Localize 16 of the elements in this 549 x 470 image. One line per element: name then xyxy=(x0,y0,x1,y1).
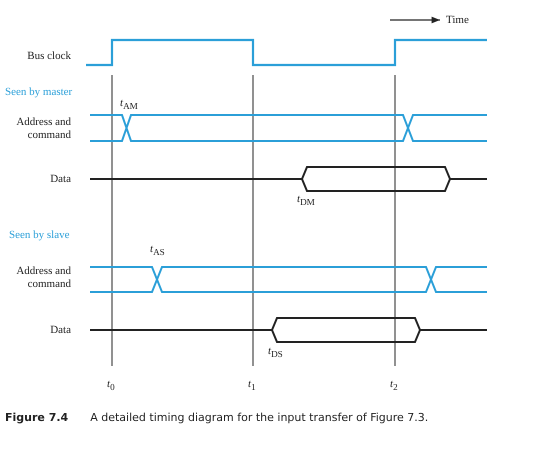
timing-label: t$_{AM}$ xyxy=(120,97,138,114)
timing-label: t$_{0}$ xyxy=(107,378,115,394)
timing-label: t$_{DM}$ xyxy=(297,193,315,210)
signal-name: Bus clock xyxy=(27,50,71,63)
signal-name: Address and command xyxy=(15,265,71,291)
timing-label: t$_{DS}$ xyxy=(268,345,283,362)
figure-caption: Figure 7.4 A detailed timing diagram for the input transfer of Figure 7.3. xyxy=(5,411,428,424)
section-heading: Seen by master xyxy=(5,86,72,99)
signal-name: Data xyxy=(50,173,71,186)
signal-name: Data xyxy=(50,324,71,337)
timing-label: t$_{2}$ xyxy=(390,378,398,394)
axis-label: Time xyxy=(446,14,469,27)
section-heading: Seen by slave xyxy=(9,229,70,242)
signal-name: Address and command xyxy=(15,116,71,142)
timing-label: t$_{1}$ xyxy=(248,378,256,394)
timing-label: t$_{AS}$ xyxy=(150,243,165,260)
